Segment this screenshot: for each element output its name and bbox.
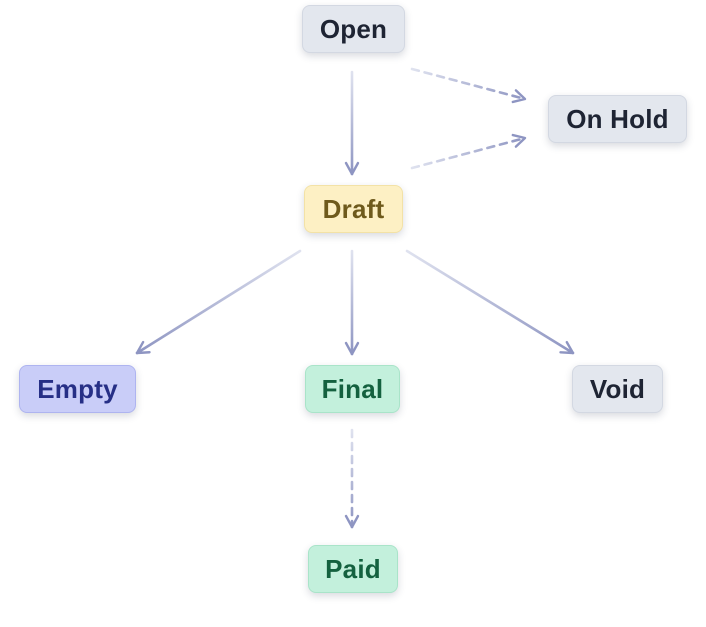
node-void[interactable]: Void — [572, 365, 663, 413]
node-draft[interactable]: Draft — [304, 185, 403, 233]
node-final[interactable]: Final — [305, 365, 400, 413]
edge-draft-to-void — [405, 249, 575, 355]
edge-draft-to-on-hold — [410, 133, 527, 170]
node-open[interactable]: Open — [302, 5, 405, 53]
node-on-hold[interactable]: On Hold — [548, 95, 687, 143]
edge-draft-to-empty — [135, 249, 302, 355]
node-paid[interactable]: Paid — [308, 545, 398, 593]
node-empty[interactable]: Empty — [19, 365, 136, 413]
edge-open-to-on-hold — [410, 67, 527, 104]
